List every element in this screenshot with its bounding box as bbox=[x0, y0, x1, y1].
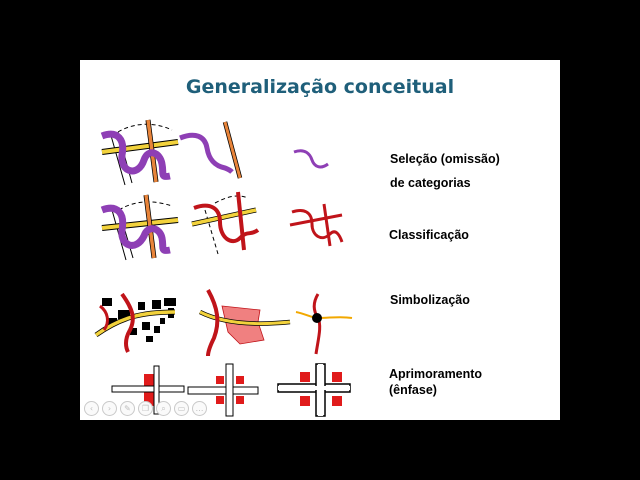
enhancement-figure-3 bbox=[277, 363, 351, 417]
selection-figure-3 bbox=[293, 149, 329, 169]
slideshow-toolbar: ‹ › ✎ ❐ ⌕ ▭ … bbox=[84, 401, 207, 416]
enhancement-label-line1: Aprimoramento bbox=[389, 367, 483, 381]
pen-icon[interactable]: ✎ bbox=[120, 401, 135, 416]
screen-icon[interactable]: ▭ bbox=[174, 401, 189, 416]
selection-label-line1: Seleção (omissão) bbox=[390, 152, 500, 166]
presentation-slide: Generalização conceitual bbox=[80, 60, 560, 420]
classification-figure-3 bbox=[289, 203, 344, 247]
classification-figure-1 bbox=[100, 194, 179, 261]
symbolization-label: Simbolização bbox=[390, 293, 470, 307]
more-options-icon[interactable]: … bbox=[192, 401, 207, 416]
classification-label: Classificação bbox=[389, 228, 469, 242]
enhancement-figure-2 bbox=[187, 363, 259, 417]
copy-icon[interactable]: ❐ bbox=[138, 401, 153, 416]
selection-label-line2: de categorias bbox=[390, 176, 471, 190]
symbolization-figure-3 bbox=[295, 293, 353, 355]
classification-figure-2 bbox=[191, 191, 260, 255]
previous-slide-icon[interactable]: ‹ bbox=[84, 401, 99, 416]
zoom-icon[interactable]: ⌕ bbox=[156, 401, 171, 416]
symbolization-figure-2 bbox=[198, 289, 291, 357]
selection-figure-1 bbox=[100, 119, 179, 186]
generalization-illustrations bbox=[94, 119, 353, 417]
enhancement-label-line2: (ênfase) bbox=[389, 383, 437, 397]
next-slide-icon[interactable]: › bbox=[102, 401, 117, 416]
slide-title: Generalização conceitual bbox=[185, 76, 455, 98]
selection-figure-2 bbox=[179, 121, 243, 179]
symbolization-figure-1 bbox=[94, 292, 176, 353]
enhancement-figure-1 bbox=[111, 365, 185, 415]
